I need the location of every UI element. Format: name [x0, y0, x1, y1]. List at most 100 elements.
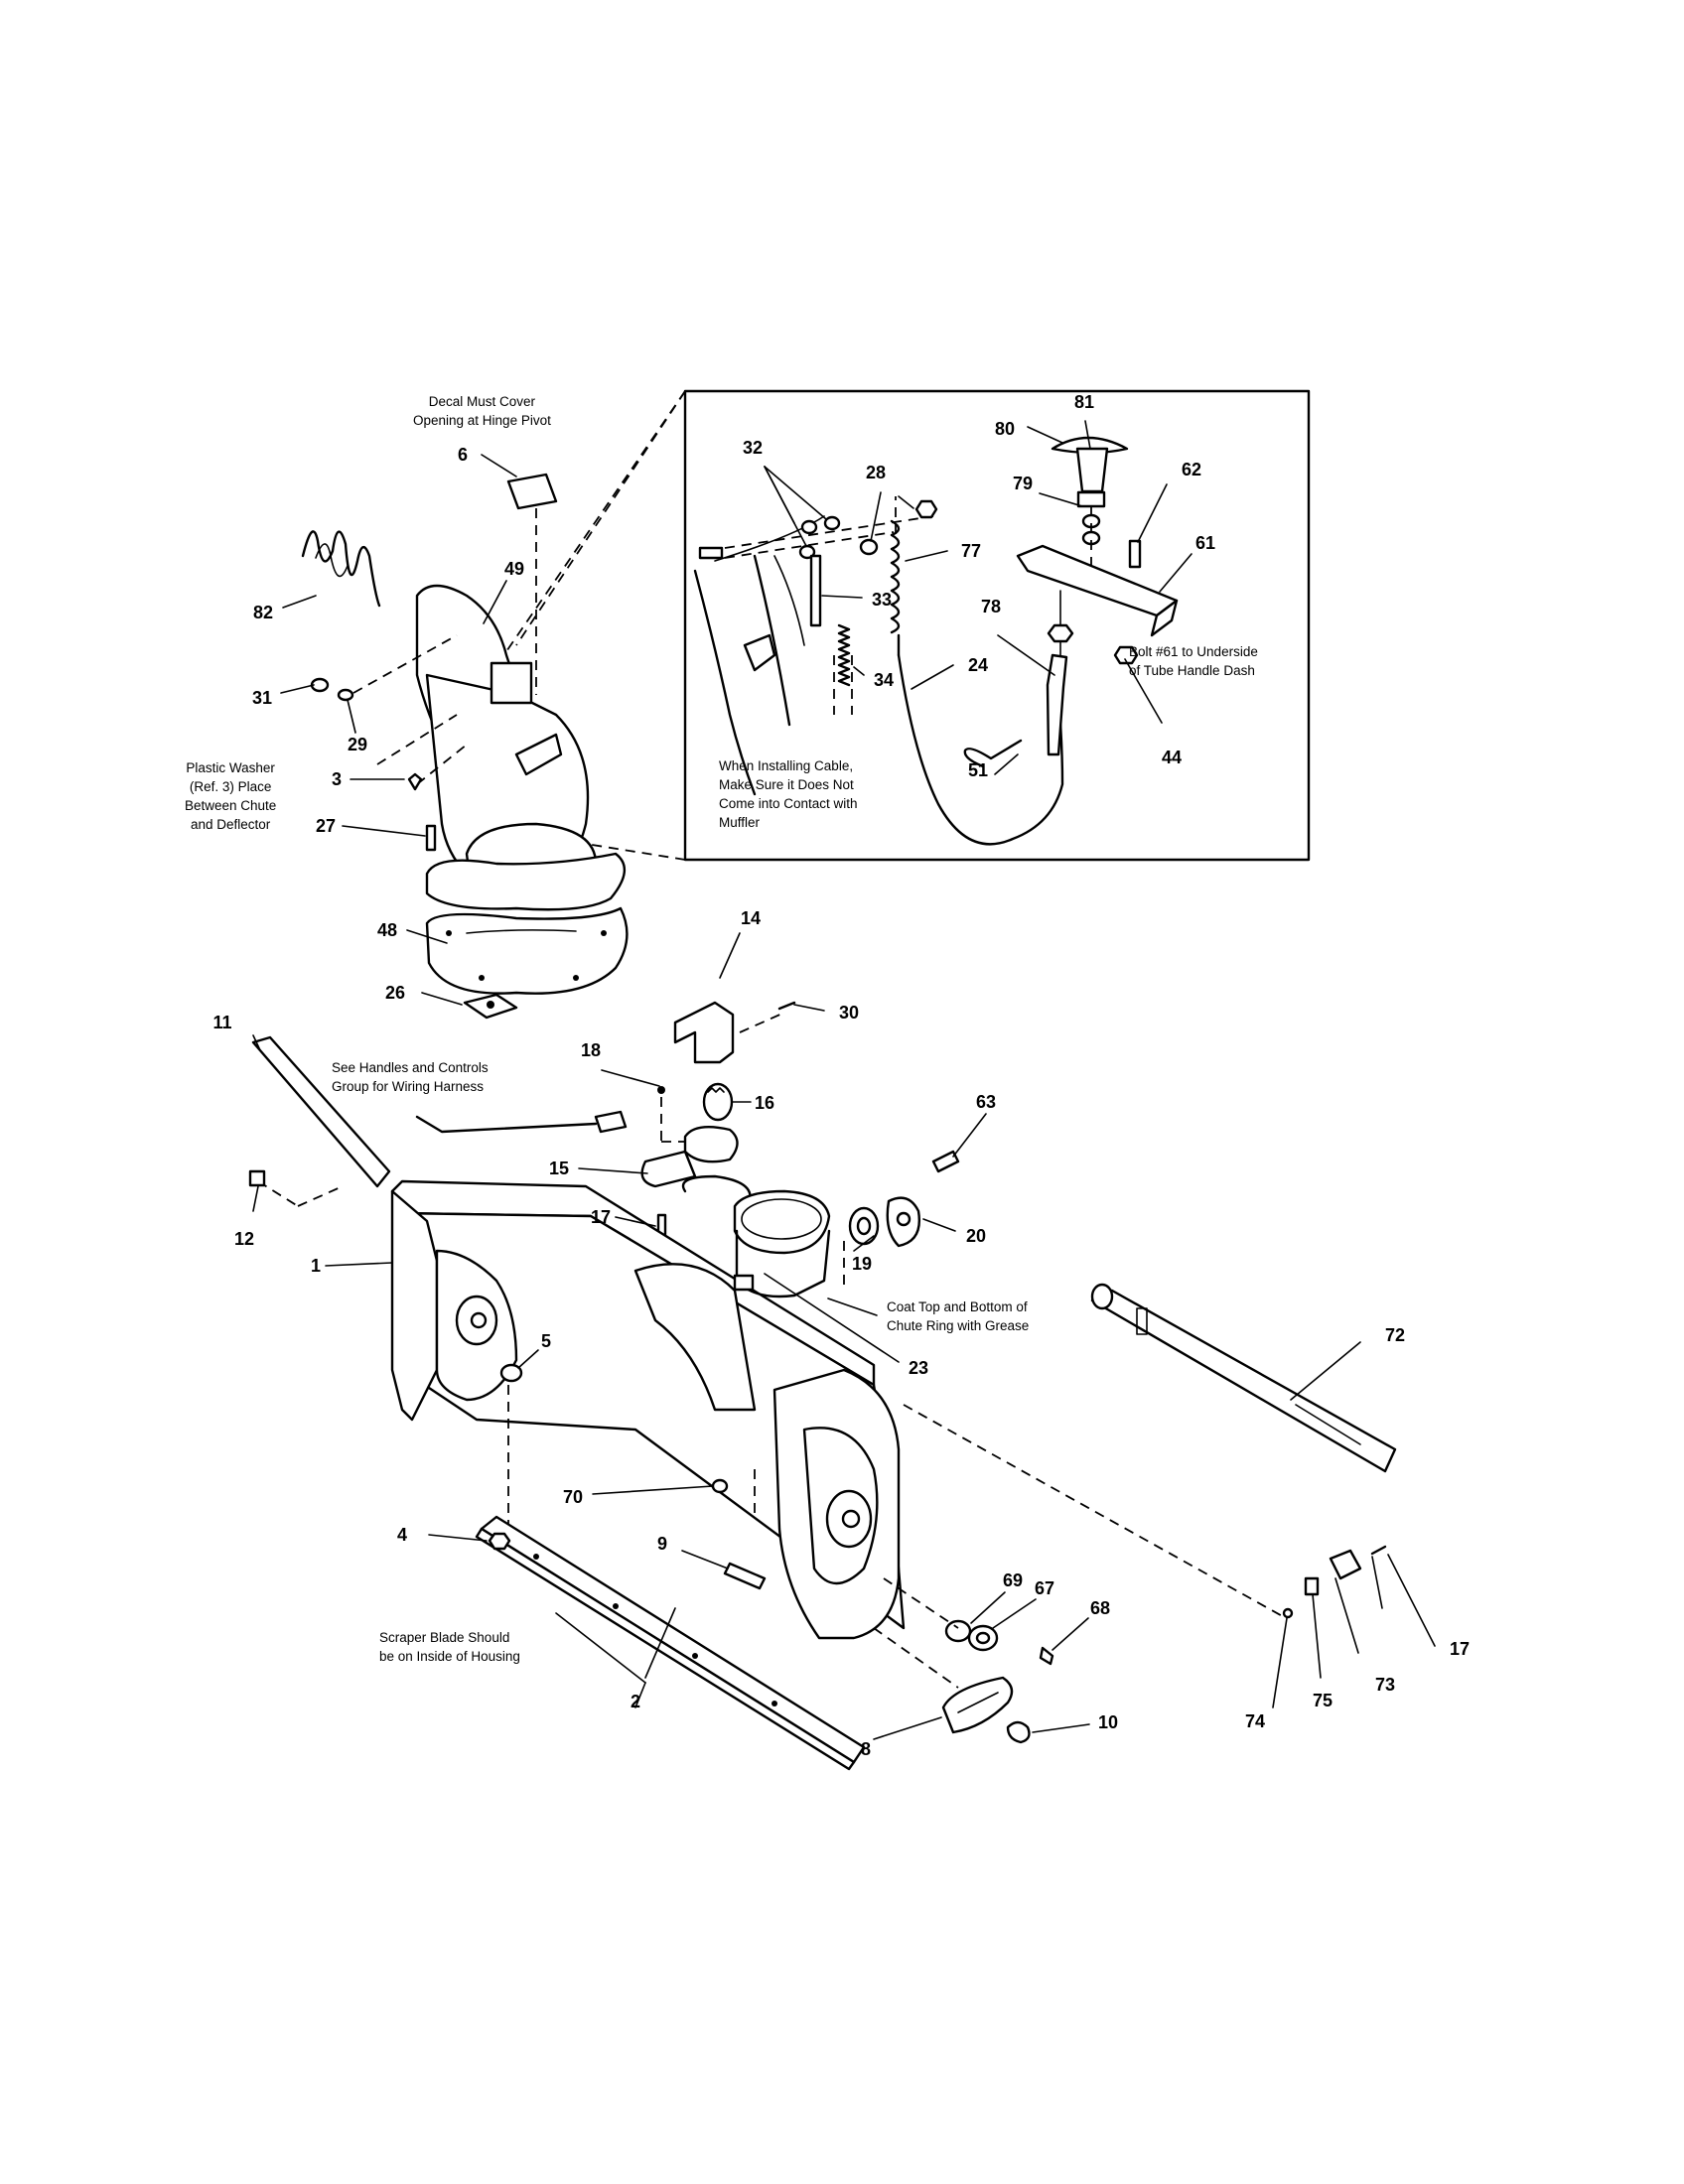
callout-62: 62: [1181, 460, 1202, 479]
washer-32a: [800, 519, 818, 535]
callout-72: 72: [1384, 1325, 1406, 1345]
bushing-73: [1329, 1549, 1362, 1580]
chute-ring-48: [425, 906, 629, 995]
spring-34: [837, 623, 851, 687]
callout-75: 75: [1312, 1691, 1333, 1710]
callout-32: 32: [742, 438, 764, 458]
callout-79: 79: [1012, 474, 1034, 493]
cable-bracket-pin: [698, 546, 724, 560]
spacer-75: [1304, 1576, 1320, 1596]
leader-lines: [252, 420, 1436, 1740]
washer-32b: [823, 515, 841, 531]
callout-1: 1: [310, 1256, 322, 1276]
gearbox-15: [683, 1126, 739, 1163]
callout-33: 33: [871, 590, 893, 610]
callout-9: 9: [656, 1534, 668, 1554]
motor-15: [640, 1150, 697, 1188]
detail-inset: [515, 389, 1311, 862]
bolt-62: [1128, 539, 1142, 569]
mount-bracket-61: [1016, 544, 1179, 617]
bolt-23: [733, 1274, 755, 1292]
callout-49: 49: [503, 559, 525, 579]
callout-2: 2: [630, 1692, 641, 1711]
callout-29: 29: [347, 735, 368, 754]
callout-28: 28: [865, 463, 887, 482]
lever-11: [251, 1035, 391, 1188]
tube-78: [1046, 653, 1068, 756]
screw-30: [777, 1001, 796, 1011]
connector: [594, 1110, 628, 1134]
callout-14: 14: [740, 908, 762, 928]
washer-29: [337, 688, 354, 702]
nut-4: [488, 1532, 511, 1551]
screw-18: [657, 1086, 665, 1094]
callout-17-upper: 17: [590, 1207, 612, 1227]
callout-44: 44: [1161, 748, 1183, 767]
bearing-69: [944, 1619, 972, 1643]
callout-68: 68: [1089, 1598, 1111, 1618]
callout-30: 30: [838, 1003, 860, 1023]
callout-24: 24: [967, 655, 989, 675]
decal-6: [506, 473, 558, 510]
screw-17b: [1370, 1545, 1387, 1556]
motor-cover-14: [673, 1001, 735, 1064]
callout-61: 61: [1194, 533, 1216, 553]
bolt-9: [723, 1562, 767, 1590]
note-plastic-washer: Plastic Washer(Ref. 3) Place Between Chu…: [185, 760, 277, 832]
callout-8: 8: [860, 1739, 872, 1759]
callout-80: 80: [994, 419, 1016, 439]
callout-18: 18: [580, 1040, 602, 1060]
callout-26: 26: [384, 983, 406, 1003]
bolt-3: [407, 772, 423, 791]
nut-28a: [859, 538, 879, 556]
bolt-12: [248, 1169, 266, 1187]
callout-5: 5: [540, 1331, 552, 1351]
note-install-cable: When Installing Cable,Make Sure it Does …: [719, 758, 858, 830]
callout-19: 19: [851, 1254, 873, 1274]
callout-78: 78: [980, 597, 1002, 616]
callout-31: 31: [251, 688, 273, 708]
pin-33: [809, 554, 822, 627]
callout-48: 48: [376, 920, 398, 940]
callout-27: 27: [315, 816, 337, 836]
callout-70: 70: [562, 1487, 584, 1507]
nut-44: [1113, 645, 1139, 665]
cable-24: [897, 653, 1064, 846]
skid-shoe-8: [941, 1676, 1014, 1734]
callout-69: 69: [1002, 1570, 1024, 1590]
knob-5: [499, 1363, 523, 1383]
carriage-bolt-70: [711, 1478, 729, 1494]
bolt-27: [425, 824, 437, 852]
bolt-68: [1039, 1646, 1054, 1666]
bolt-63: [931, 1150, 960, 1173]
callout-11: 11: [212, 1013, 232, 1032]
callout-23: 23: [908, 1358, 929, 1378]
callout-17-lower: 17: [1449, 1639, 1471, 1659]
deflector-wire-82: [301, 530, 381, 608]
callout-15: 15: [548, 1159, 570, 1178]
callout-67: 67: [1034, 1578, 1055, 1598]
washer-74: [1282, 1607, 1294, 1619]
cable-boot-77: [890, 519, 901, 634]
callout-10: 10: [1097, 1712, 1119, 1732]
gear-16: [702, 1082, 734, 1122]
auger-housing: [248, 1035, 1397, 1771]
callout-34: 34: [873, 670, 895, 690]
chute-flange: [425, 852, 626, 911]
callout-6: 6: [457, 445, 469, 465]
callout-12: 12: [233, 1229, 255, 1249]
cable-tie-51: [963, 739, 1023, 768]
nut-28: [914, 499, 938, 519]
callout-73: 73: [1374, 1675, 1396, 1695]
callout-16: 16: [754, 1093, 775, 1113]
callout-81: 81: [1073, 392, 1095, 412]
callout-77: 77: [960, 541, 982, 561]
chute-ring-grease: [733, 1189, 831, 1255]
